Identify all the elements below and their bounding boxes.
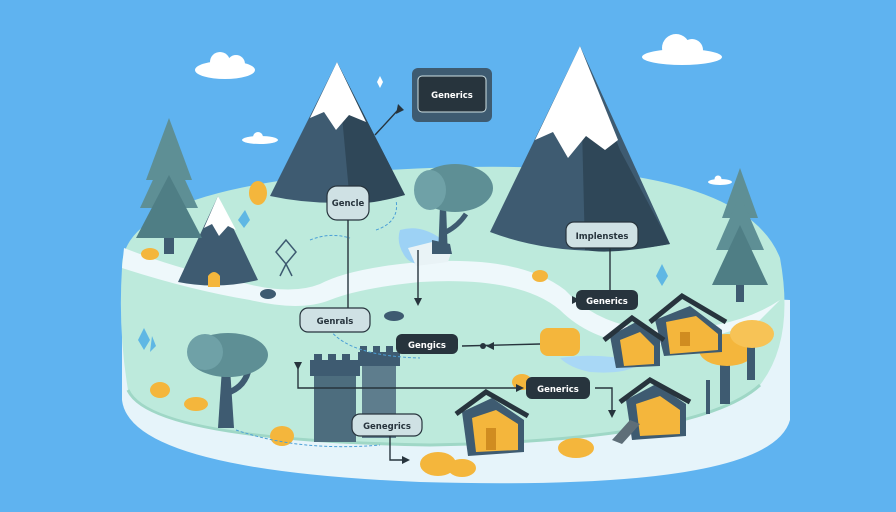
mushroom-trees-right — [699, 320, 774, 404]
house-right-mid — [602, 314, 666, 368]
label-genrals[interactable]: Genrals — [299, 307, 371, 333]
cave-door — [208, 272, 220, 287]
label-gencle[interactable]: Gencle — [326, 185, 370, 221]
label-implenstes-text: Implenstes — [576, 232, 629, 242]
mountain-right-snow — [535, 46, 618, 158]
label-generics-right[interactable]: Generics — [576, 290, 638, 310]
label-generics-top[interactable]: Generics — [412, 68, 492, 122]
sparkle-icon — [374, 76, 386, 88]
connector-arrowheads — [294, 104, 616, 464]
mountain-left — [270, 62, 405, 204]
house-right-top — [648, 292, 728, 356]
connector-lines — [297, 109, 613, 461]
pine-tree-right — [712, 168, 768, 302]
label-implenstes[interactable]: Implenstes — [565, 221, 639, 249]
label-gengics[interactable]: Gengics — [396, 334, 458, 354]
mountain-right — [490, 46, 670, 252]
cloud-top-right — [642, 34, 722, 65]
round-tree-center — [414, 164, 493, 258]
label-genegrics-text: Genegrics — [363, 422, 411, 432]
windmill — [275, 238, 297, 277]
mountain-left-snow — [310, 62, 366, 130]
label-generics-top-text: Generics — [431, 91, 473, 101]
island-ground-edge — [126, 383, 762, 447]
cloud-top-left — [195, 52, 255, 79]
crystal-right — [656, 264, 668, 286]
label-gencle-text: Gencle — [332, 199, 365, 209]
label-gengics-text: Gengics — [408, 341, 446, 351]
label-generics-right-text: Generics — [586, 297, 628, 307]
crystal-left — [138, 328, 156, 352]
house-bottom-right — [612, 377, 692, 444]
bush-group — [141, 181, 594, 477]
cloud-small-left — [242, 132, 278, 144]
label-genegrics[interactable]: Genegrics — [351, 413, 423, 437]
node-yellow[interactable] — [540, 328, 580, 356]
label-generics-mid-text: Generics — [537, 385, 579, 395]
round-tree-left — [187, 333, 268, 428]
house-bottom-center — [454, 389, 530, 456]
connector-dashed — [235, 199, 421, 448]
label-generics-mid[interactable]: Generics — [526, 377, 590, 399]
cloud-small-right — [708, 175, 732, 185]
crystal-top — [238, 210, 250, 228]
label-genrals-text: Genrals — [317, 317, 354, 327]
fence-post — [706, 380, 710, 414]
pine-tree-left — [136, 118, 202, 254]
rocks — [260, 240, 452, 321]
cave-hill — [178, 196, 258, 287]
